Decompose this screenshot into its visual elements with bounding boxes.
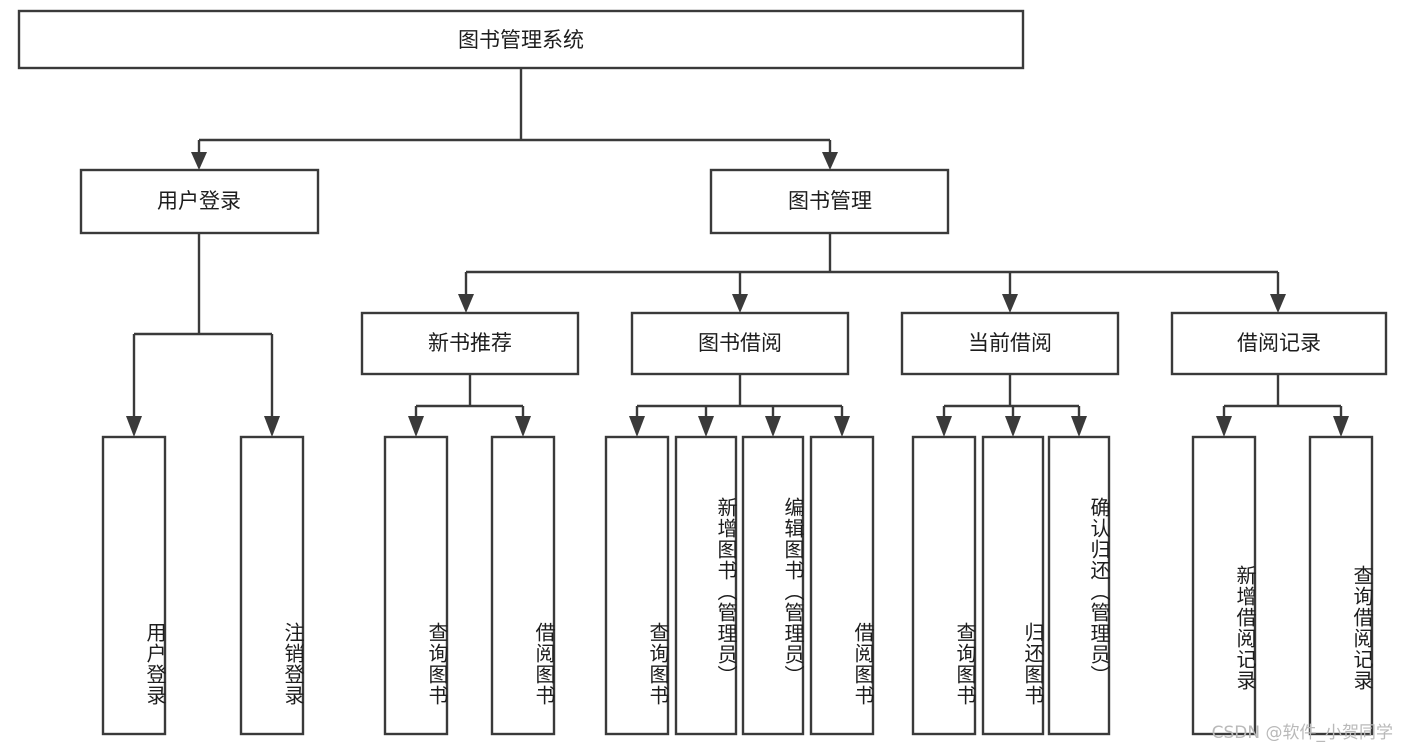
node-leaf-edit-book-box[interactable] xyxy=(741,435,805,736)
node-user-login-label: 用户登录 xyxy=(157,189,241,213)
arrow-head-leaf-query-record xyxy=(1333,416,1349,437)
node-leaf-user-login-box[interactable] xyxy=(101,435,167,736)
arrow-head-leaf-confirm-return xyxy=(1071,416,1087,437)
node-leaf-confirm-return-box[interactable] xyxy=(1047,435,1111,736)
csdn-watermark: CSDN @软件_小贺同学 xyxy=(1211,723,1393,743)
node-leaf-query-record-box[interactable] xyxy=(1308,435,1374,736)
arrow-head-leaf-query-book-1 xyxy=(408,416,424,437)
arrow-head-leaf-add-book xyxy=(698,416,714,437)
arrow-head-leaf-add-record xyxy=(1216,416,1232,437)
node-book-mgmt-box[interactable] xyxy=(709,168,950,235)
arrow-head-borrow-record xyxy=(1270,294,1286,313)
node-leaf-query-book-2-box[interactable] xyxy=(604,435,670,736)
node-leaf-logout-box[interactable] xyxy=(239,435,305,736)
node-book-borrow-box[interactable] xyxy=(630,311,850,376)
nodes-layer: 图书管理系统 用户登录 图书管理 新书推荐 图书借阅 当前 xyxy=(17,9,1388,736)
node-book-mgmt[interactable]: 图书管理 xyxy=(709,168,950,235)
node-user-login-box[interactable] xyxy=(79,168,320,235)
arrow-head-new-book-rec xyxy=(458,294,474,313)
node-new-book-rec[interactable]: 新书推荐 xyxy=(360,311,580,376)
node-borrow-record[interactable]: 借阅记录 xyxy=(1170,311,1388,376)
arrow-head-leaf-borrow-book-2 xyxy=(834,416,850,437)
arrow-head-current-borrow xyxy=(1002,294,1018,313)
node-new-book-rec-label: 新书推荐 xyxy=(428,331,512,355)
node-current-borrow[interactable]: 当前借阅 xyxy=(900,311,1120,376)
node-leaf-query-book-1-box[interactable] xyxy=(383,435,449,736)
node-root-box[interactable] xyxy=(17,9,1025,70)
node-book-borrow[interactable]: 图书借阅 xyxy=(630,311,850,376)
node-leaf-return-book-box[interactable] xyxy=(981,435,1045,736)
arrow-head-leaf-logout xyxy=(264,416,280,437)
node-book-mgmt-label: 图书管理 xyxy=(788,189,872,213)
node-root[interactable]: 图书管理系统 xyxy=(17,9,1025,70)
node-current-borrow-box[interactable] xyxy=(900,311,1120,376)
arrow-head-leaf-return-book xyxy=(1005,416,1021,437)
node-root-label: 图书管理系统 xyxy=(458,28,584,52)
arrow-head-leaf-borrow-book-1 xyxy=(515,416,531,437)
node-new-book-rec-box[interactable] xyxy=(360,311,580,376)
node-leaf-add-record-box[interactable] xyxy=(1191,435,1257,736)
arrow-head-leaf-query-book-2 xyxy=(629,416,645,437)
arrow-head-leaf-query-book-3 xyxy=(936,416,952,437)
node-borrow-record-box[interactable] xyxy=(1170,311,1388,376)
node-leaf-borrow-book-2-box[interactable] xyxy=(809,435,875,736)
arrow-head-user-login xyxy=(191,152,207,170)
arrow-head-book-borrow xyxy=(732,294,748,313)
node-current-borrow-label: 当前借阅 xyxy=(968,331,1052,355)
node-borrow-record-label: 借阅记录 xyxy=(1237,331,1321,355)
node-book-borrow-label: 图书借阅 xyxy=(698,331,782,355)
edges-layer xyxy=(126,68,1349,437)
node-leaf-borrow-book-1-box[interactable] xyxy=(490,435,556,736)
node-leaf-query-book-3-box[interactable] xyxy=(911,435,977,736)
arrow-head-leaf-edit-book xyxy=(765,416,781,437)
arrow-head-leaf-user-login xyxy=(126,416,142,437)
node-leaf-add-book-box[interactable] xyxy=(674,435,738,736)
node-user-login[interactable]: 用户登录 xyxy=(79,168,320,235)
arrow-head-book-mgmt xyxy=(822,152,838,170)
